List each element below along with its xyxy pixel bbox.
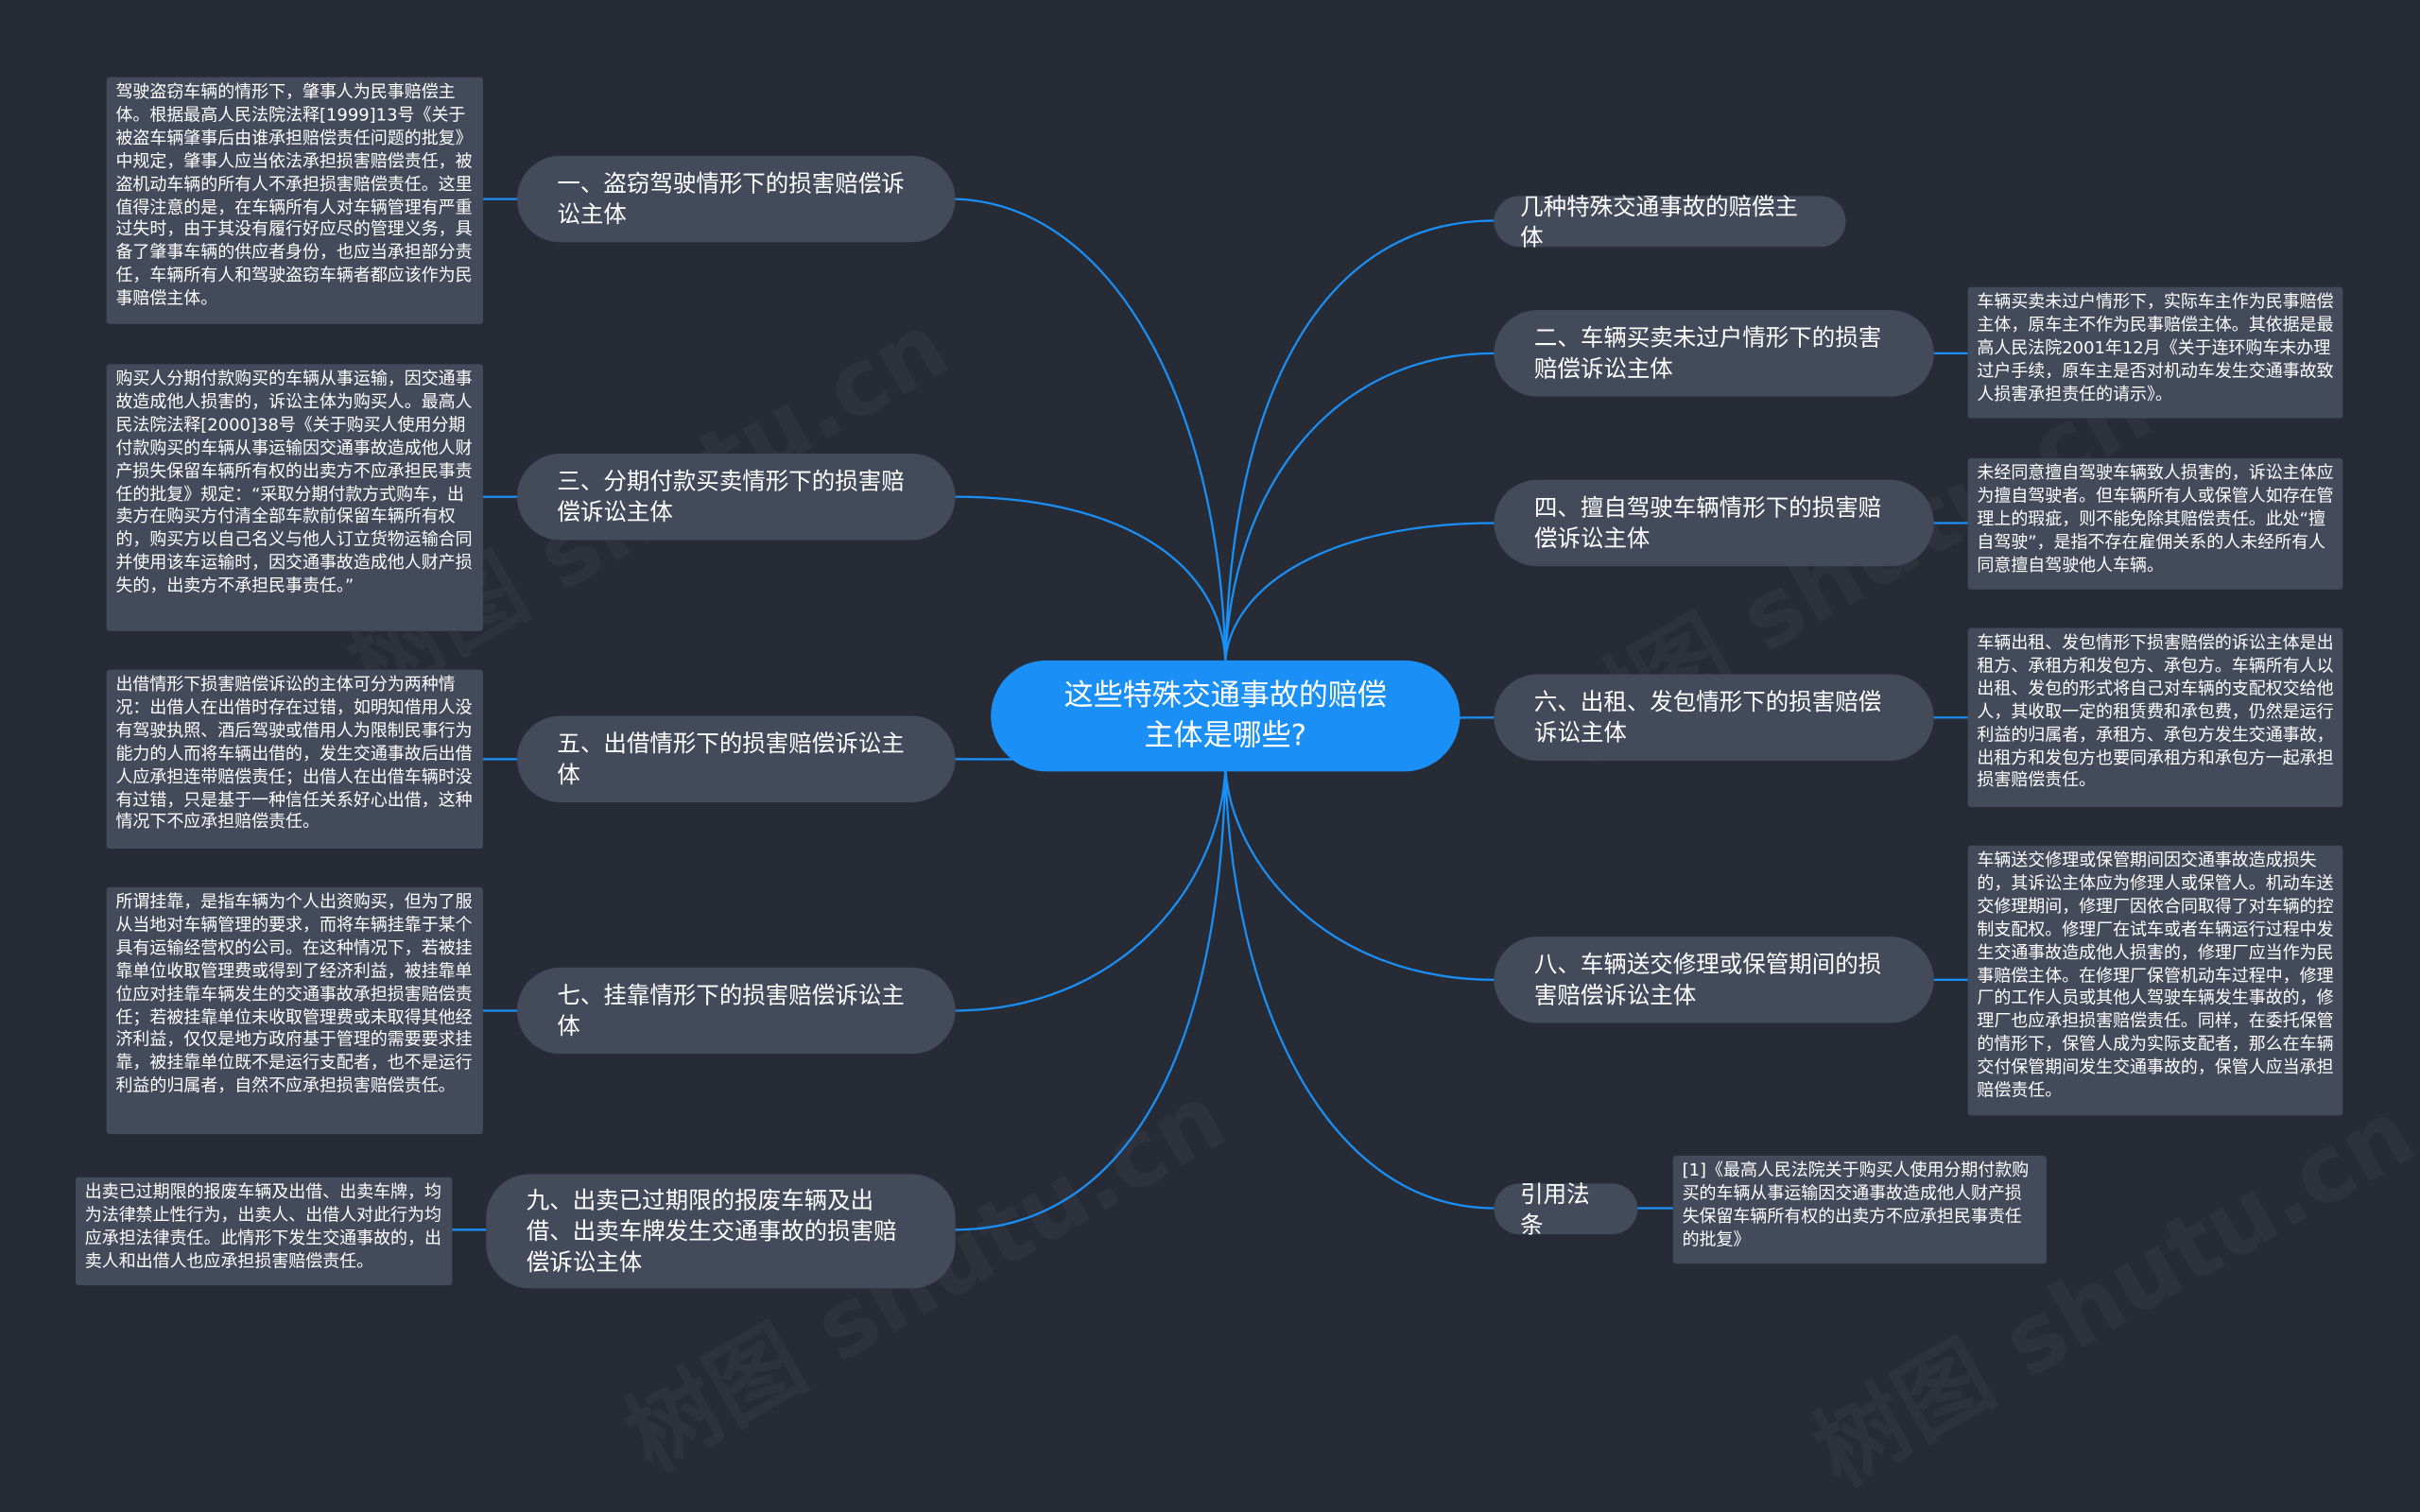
branch-label: 五、出借情形下的损害赔偿诉讼主体 <box>557 730 905 789</box>
note-text: 车辆买卖未过户情形下，实际车主作为民事赔偿主体，原车主不作为民事赔偿主体。其依据… <box>1977 291 2334 404</box>
note-text: 车辆送交修理或保管期间因交通事故造成损失的，其诉讼主体应为修理人或保管人。机动车… <box>1977 850 2334 1101</box>
note-node-8[interactable]: 车辆送交修理或保管期间因交通事故造成损失的，其诉讼主体应为修理人或保管人。机动车… <box>1967 845 2343 1116</box>
branch-label: 二、车辆买卖未过户情形下的损害赔偿诉讼主体 <box>1533 323 1882 383</box>
note-node-3[interactable]: 购买人分期付款购买的车辆从事运输，因交通事故造成他人损害的，诉讼主体为购买人。最… <box>106 364 484 631</box>
branch-node-5[interactable]: 五、出借情形下的损害赔偿诉讼主体 <box>516 715 956 803</box>
connector-root-to-branch-10 <box>1224 768 1495 1210</box>
note-text: 购买人分期付款购买的车辆从事运输，因交通事故造成他人损害的，诉讼主体为购买人。最… <box>115 369 473 596</box>
note-text: 车辆出租、发包情形下损害赔偿的诉讼主体是出租方、承租方和发包方、承包方。车辆所有… <box>1977 632 2334 791</box>
branch-label: 一、盗窃驾驶情形下的损害赔偿诉讼主体 <box>557 169 905 229</box>
branch-label: 七、挂靠情形下的损害赔偿诉讼主体 <box>557 981 905 1040</box>
note-text: 所谓挂靠，是指车辆为个人出资购买，但为了服从当地对车辆管理的要求，而将车辆挂靠于… <box>115 891 473 1096</box>
note-node-1[interactable]: 驾驶盗窃车辆的情形下，肇事人为民事赔偿主体。根据最高人民法院法释[1999]13… <box>106 77 484 324</box>
branch-label: 九、出卖已过期限的报废车辆及出借、出卖车牌发生交通事故的损害赔偿诉讼主体 <box>526 1186 897 1277</box>
connector-lines <box>452 198 1968 1231</box>
branch-node-8[interactable]: 八、车辆送交修理或保管期间的损害赔偿诉讼主体 <box>1494 936 1934 1023</box>
branch-label: 八、车辆送交修理或保管期间的损害赔偿诉讼主体 <box>1533 950 1882 1009</box>
branch-label: 引用法条 <box>1520 1179 1590 1239</box>
note-node-10[interactable]: [1]《最高人民法院关于购买人使用分期付款购买的车辆从事运输因交通事故造成他人财… <box>1672 1155 2047 1264</box>
note-node-7[interactable]: 所谓挂靠，是指车辆为个人出资购买，但为了服从当地对车辆管理的要求，而将车辆挂靠于… <box>106 886 484 1135</box>
branch-label: 几种特殊交通事故的赔偿主体 <box>1520 192 1799 251</box>
connector-root-to-branch-2 <box>1224 352 1495 661</box>
branch-node-9[interactable]: 九、出卖已过期限的报废车辆及出借、出卖车牌发生交通事故的损害赔偿诉讼主体 <box>486 1174 956 1289</box>
branch-node-3[interactable]: 三、分期付款买卖情形下的损害赔偿诉讼主体 <box>516 454 956 541</box>
branch-node-10[interactable]: 引用法条 <box>1494 1179 1638 1238</box>
connector-root-to-branch-9 <box>955 768 1227 1231</box>
note-node-5[interactable]: 出借情形下损害赔偿诉讼的主体可分为两种情况：出借人在出借时存在过错，如明知借用人… <box>106 669 484 850</box>
branch-node-2[interactable]: 二、车辆买卖未过户情形下的损害赔偿诉讼主体 <box>1494 310 1934 397</box>
note-node-4[interactable]: 未经同意擅自驾驶车辆致人损害的，诉讼主体应为擅自驾驶者。但车辆所有人或保管人如存… <box>1967 457 2343 590</box>
mind-map-canvas[interactable]: 树图 shutu.cn 树图 shutu.cn 树图 shutu.cn 树图 s… <box>0 0 2420 1366</box>
note-node-2[interactable]: 车辆买卖未过户情形下，实际车主作为民事赔偿主体，原车主不作为民事赔偿主体。其依据… <box>1967 286 2343 419</box>
note-text: [1]《最高人民法院关于购买人使用分期付款购买的车辆从事运输因交通事故造成他人财… <box>1682 1160 2030 1250</box>
connector-root-to-branch-7 <box>955 768 1227 1012</box>
connector-root-to-branch-0 <box>1224 219 1495 661</box>
note-text: 驾驶盗窃车辆的情形下，肇事人为民事赔偿主体。根据最高人民法院法释[1999]13… <box>115 81 473 309</box>
branch-node-6[interactable]: 六、出租、发包情形下的损害赔偿诉讼主体 <box>1494 674 1934 761</box>
connector-root-to-branch-4 <box>1224 522 1495 661</box>
branch-label: 六、出租、发包情形下的损害赔偿诉讼主体 <box>1533 688 1882 747</box>
connector-root-to-branch-8 <box>1224 768 1495 981</box>
branch-node-7[interactable]: 七、挂靠情形下的损害赔偿诉讼主体 <box>516 967 956 1055</box>
branch-node-1[interactable]: 一、盗窃驾驶情形下的损害赔偿诉讼主体 <box>516 155 956 243</box>
root-node[interactable]: 这些特殊交通事故的赔偿主体是哪些? <box>991 660 1461 772</box>
note-node-9[interactable]: 出卖已过期限的报废车辆及出借、出卖车牌，均为法律禁止性行为，出卖人、出借人对此行… <box>75 1177 453 1286</box>
branch-label: 三、分期付款买卖情形下的损害赔偿诉讼主体 <box>557 467 905 526</box>
connector-root-to-branch-3 <box>955 495 1227 661</box>
note-text: 未经同意擅自驾驶车辆致人损害的，诉讼主体应为擅自驾驶者。但车辆所有人或保管人如存… <box>1977 462 2334 576</box>
branch-label: 四、擅自驾驶车辆情形下的损害赔偿诉讼主体 <box>1533 493 1882 553</box>
branch-node-0[interactable]: 几种特殊交通事故的赔偿主体 <box>1494 192 1846 250</box>
note-node-6[interactable]: 车辆出租、发包情形下损害赔偿的诉讼主体是出租方、承租方和发包方、承包方。车辆所有… <box>1967 627 2343 807</box>
note-text: 出借情形下损害赔偿诉讼的主体可分为两种情况：出借人在出借时存在过错，如明知借用人… <box>115 674 473 833</box>
note-text: 出卖已过期限的报废车辆及出借、出卖车牌，均为法律禁止性行为，出卖人、出借人对此行… <box>84 1181 441 1271</box>
mind-map-content: 树图 shutu.cn 树图 shutu.cn 树图 shutu.cn 树图 s… <box>75 77 2343 1289</box>
branch-node-4[interactable]: 四、擅自驾驶车辆情形下的损害赔偿诉讼主体 <box>1494 479 1934 567</box>
root-node-label: 这些特殊交通事故的赔偿主体是哪些? <box>1063 679 1387 753</box>
connector-root-to-branch-1 <box>955 198 1227 661</box>
